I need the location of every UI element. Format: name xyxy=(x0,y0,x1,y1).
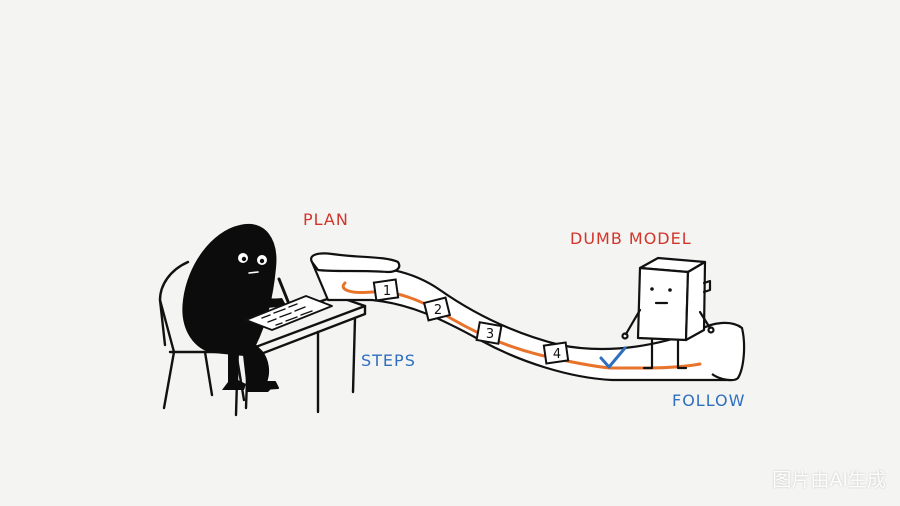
planner-character xyxy=(182,223,286,392)
plan-scroll xyxy=(310,252,746,382)
step-number: 3 xyxy=(486,327,494,342)
robot xyxy=(621,256,715,370)
step-number: 2 xyxy=(434,303,442,318)
dumb-model-label: DUMB MODEL xyxy=(570,229,692,248)
step-box-3 xyxy=(475,321,503,345)
steps-label: STEPS xyxy=(361,351,416,370)
step-numbers: 1 2 3 4 xyxy=(383,284,561,362)
step-box-1 xyxy=(372,278,400,302)
step-boxes xyxy=(372,278,570,365)
plan-label: PLAN xyxy=(303,210,349,229)
plan-paper xyxy=(245,295,333,331)
follow-label: FOLLOW xyxy=(672,391,746,410)
step-number: 1 xyxy=(383,284,391,299)
step-box-4 xyxy=(542,341,570,365)
watermark: 图片由AI生成 xyxy=(772,469,886,491)
chair xyxy=(158,260,246,410)
step-number: 4 xyxy=(553,347,561,362)
step-box-2 xyxy=(422,296,452,322)
checkmark-icon xyxy=(599,346,627,369)
